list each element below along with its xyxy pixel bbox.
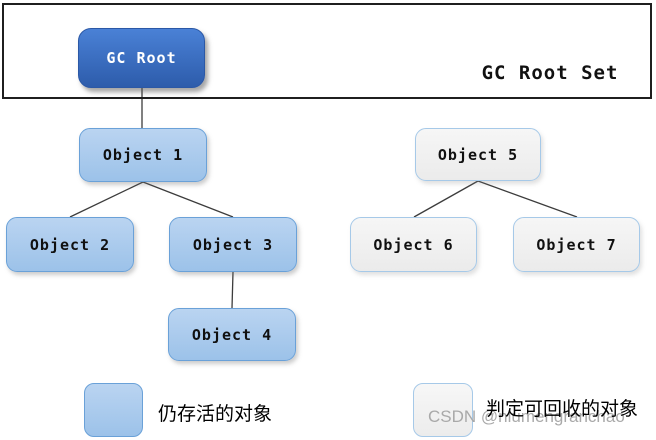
- node-object-6: Object 6: [350, 217, 477, 272]
- node-object-6-label: Object 6: [373, 235, 454, 254]
- edge-object5-object7: [477, 180, 578, 218]
- node-object-1: Object 1: [79, 128, 207, 182]
- node-object-2-label: Object 2: [29, 235, 111, 254]
- node-gc-root: GC Root: [78, 28, 205, 88]
- legend-swatch-recyclable: [413, 383, 473, 437]
- node-object-7-label: Object 7: [536, 235, 617, 254]
- edge-object3-object4: [231, 271, 234, 309]
- legend-label-alive: 仍存活的对象: [158, 403, 273, 425]
- watermark-text: CSDN @niumengranchao: [428, 407, 625, 426]
- node-object-3-label: Object 3: [192, 235, 274, 254]
- node-object-5: Object 5: [415, 128, 541, 181]
- node-object-7: Object 7: [513, 217, 640, 272]
- node-object-4: Object 4: [168, 308, 296, 361]
- node-object-1-label: Object 1: [102, 146, 184, 164]
- edge-object5-object6: [413, 180, 479, 218]
- edge-object1-object3: [142, 181, 234, 218]
- gc-root-set-label: GC Root Set: [481, 62, 619, 84]
- gc-root-set-rect: [2, 3, 652, 99]
- node-gc-root-label: GC Root: [106, 49, 177, 67]
- node-object-2: Object 2: [6, 217, 134, 272]
- edge-object1-object2: [69, 181, 144, 218]
- node-object-4-label: Object 4: [191, 325, 273, 344]
- legend-swatch-alive: [84, 383, 143, 437]
- legend-label-recyclable: 判定可回收的对象: [486, 398, 639, 420]
- node-object-3: Object 3: [169, 217, 297, 272]
- node-object-5-label: Object 5: [437, 145, 519, 164]
